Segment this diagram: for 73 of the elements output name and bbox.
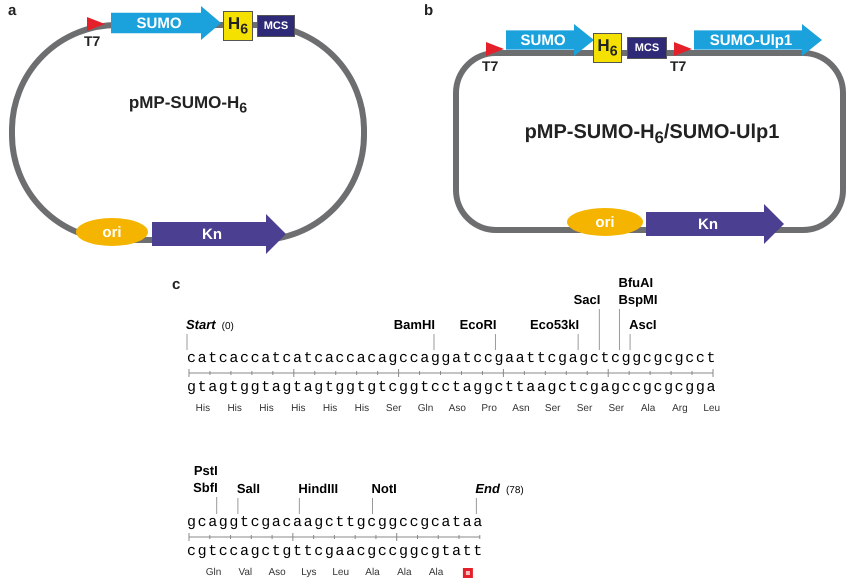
leader-line bbox=[433, 334, 434, 350]
enzyme-label: NotI bbox=[372, 480, 397, 497]
enzyme-label: BfuAI bbox=[618, 274, 654, 291]
amino-acid-label: Ser bbox=[608, 403, 624, 414]
position-number: (0) bbox=[222, 320, 234, 334]
amino-acid-label: Arg bbox=[672, 403, 688, 414]
enzyme-label: Eco53kI bbox=[530, 316, 580, 333]
amino-acid-label: Aso bbox=[448, 403, 466, 414]
gene-feature-shape: Kn bbox=[646, 204, 784, 244]
feature-box: H$_{6}$ bbox=[593, 33, 622, 63]
enzyme-label: HindIII bbox=[298, 480, 338, 497]
leader-line bbox=[598, 308, 600, 350]
amino-acid-label: Ser bbox=[576, 403, 592, 414]
feature-box: H$_{6}$ bbox=[223, 11, 253, 41]
enzyme-label: AscI bbox=[629, 316, 657, 333]
enzyme-label: BamHI bbox=[394, 316, 435, 333]
amino-acid-label: Ala bbox=[365, 567, 380, 578]
enzyme-label: PstI bbox=[193, 462, 218, 479]
position-marker: Start bbox=[186, 316, 216, 333]
position-marker: End bbox=[475, 480, 500, 497]
amino-acid-label: His bbox=[291, 403, 306, 414]
amino-acid-label: Val bbox=[238, 567, 252, 578]
complement-sequence: cgtccagctgttcgaacgccggcgtatt bbox=[187, 544, 484, 560]
amino-acid-label: His bbox=[196, 403, 210, 414]
dna-sequence: gcaggtcgacaagcttgcggccgcataa bbox=[187, 515, 484, 531]
leader-line bbox=[578, 334, 579, 350]
gene-feature-shape: SUMO bbox=[111, 6, 221, 40]
position-number: (78) bbox=[506, 484, 524, 498]
plasmid-name: pMP-SUMO-H$_{6}$ bbox=[128, 93, 248, 116]
origin-ellipse: ori bbox=[76, 218, 148, 246]
complement-sequence: gtagtggtagtagtggtgtcggtcctaggcttaagctcgagccgcgcgga bbox=[187, 380, 718, 396]
leader-line bbox=[237, 498, 238, 514]
gene-feature-shape: SUMO bbox=[506, 24, 594, 56]
enzyme-label: SalI bbox=[236, 480, 260, 497]
enzyme-label: BspMI bbox=[618, 291, 658, 308]
panel-letter: c bbox=[172, 276, 180, 293]
enzyme-label: SacI bbox=[574, 291, 600, 308]
gene-feature-shape: Kn bbox=[152, 214, 286, 254]
leader-line bbox=[298, 498, 300, 514]
feature-box: MCS bbox=[627, 37, 667, 59]
amino-acid-label: Ala bbox=[428, 567, 444, 578]
dna-sequence: catcaccatcatcaccacagccaggatccgaattcgagctcggcgcgcct bbox=[187, 351, 718, 367]
enzyme-label: EcoRI bbox=[460, 316, 496, 333]
amino-acid-label: Asn bbox=[512, 403, 530, 414]
amino-acid-label: His bbox=[354, 403, 370, 414]
leader-line bbox=[186, 334, 188, 350]
leader-line bbox=[618, 308, 620, 350]
amino-acid-label: Lys bbox=[301, 567, 316, 578]
leader-line bbox=[216, 496, 218, 514]
origin-ellipse: ori bbox=[567, 208, 643, 236]
amino-acid-label: His bbox=[322, 403, 338, 414]
gene-feature-shape: SUMO-Ulp1 bbox=[694, 24, 822, 56]
leader-line bbox=[476, 498, 477, 514]
enzyme-label: SbfI bbox=[193, 479, 218, 496]
amino-acid-label: His bbox=[227, 403, 242, 414]
amino-acid-label: Pro bbox=[481, 403, 497, 414]
feature-box: MCS bbox=[257, 15, 295, 37]
amino-acid-label: Leu bbox=[703, 403, 720, 414]
leader-line bbox=[630, 334, 631, 350]
amino-acid-label: Ser bbox=[386, 403, 402, 414]
amino-acid-label: His bbox=[259, 403, 274, 414]
amino-acid-label: Gln bbox=[206, 567, 222, 578]
leader-line bbox=[494, 334, 496, 350]
panel-letter: a bbox=[8, 2, 16, 19]
amino-acid-label: Ala bbox=[397, 567, 412, 578]
amino-acid-label: Ser bbox=[544, 403, 560, 414]
leader-line bbox=[372, 498, 373, 514]
amino-acid-label: Gln bbox=[418, 403, 434, 414]
amino-acid-label: Leu bbox=[332, 567, 350, 578]
panel-letter: b bbox=[424, 2, 434, 19]
plasmid-name: pMP-SUMO-H$_{6}$/SUMO-Ulp1 bbox=[524, 121, 780, 148]
amino-acid-label: Aso bbox=[268, 567, 286, 578]
amino-acid-label: Ala bbox=[640, 403, 656, 414]
